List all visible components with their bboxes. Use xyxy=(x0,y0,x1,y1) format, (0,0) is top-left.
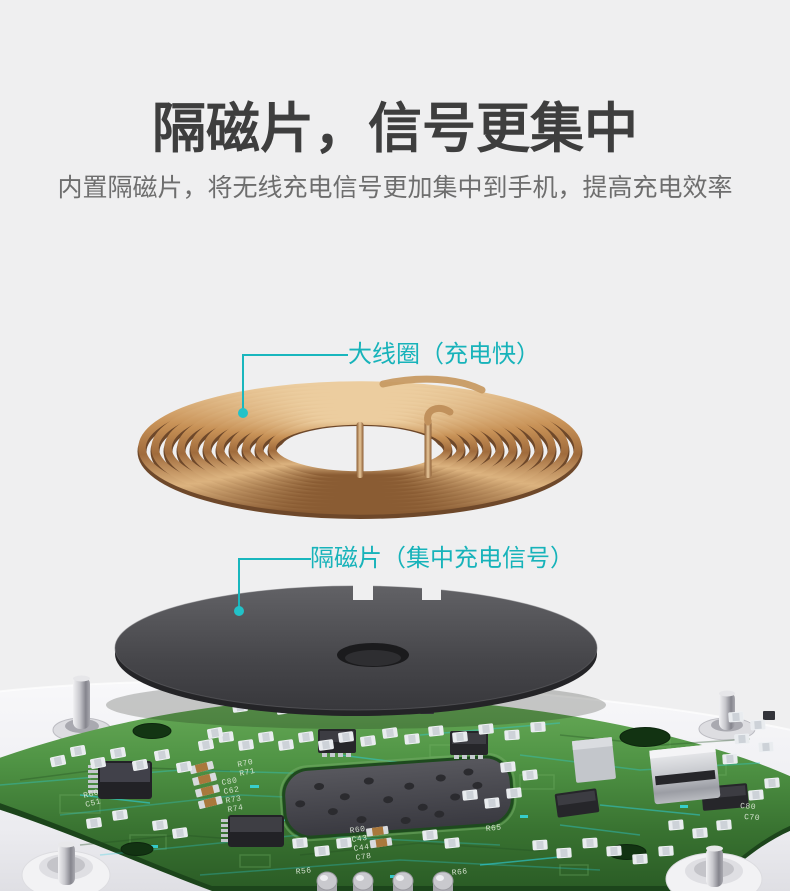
coil-leader-line-horizontal xyxy=(242,354,348,356)
shield-leader-line-horizontal xyxy=(238,558,311,560)
silkscreen-label: R65 xyxy=(485,823,502,834)
silkscreen-label: R60 xyxy=(349,825,366,836)
page-subtitle: 内置隔磁片，将无线充电信号更加集中到手机，提高充电效率 xyxy=(57,174,733,202)
coil-windings xyxy=(137,381,583,519)
coil-leader-line-vertical xyxy=(242,354,244,411)
silver-component xyxy=(649,743,721,805)
silkscreen-label: R60 xyxy=(83,788,101,801)
silkscreen-label: R70 xyxy=(237,758,254,770)
gray-component xyxy=(571,737,616,783)
silkscreen-label: R56 xyxy=(295,866,312,877)
silkscreen-label: C80 xyxy=(221,776,238,788)
shield-leader-line-vertical xyxy=(238,558,240,612)
silkscreen-label: C44 xyxy=(353,843,370,854)
silkscreen-label: C80 xyxy=(740,802,756,812)
silkscreen-label: C70 xyxy=(744,813,760,823)
coil-lead-wire xyxy=(356,422,364,478)
center-cutout xyxy=(279,752,517,842)
silkscreen-label: R73 xyxy=(225,794,242,806)
silkscreen-labels: R70 R71 C80 C62 R73 R74 R60 C51 R60 C43 … xyxy=(83,758,761,878)
copper-coil-image xyxy=(137,375,583,519)
coil-wire-hook xyxy=(424,404,454,426)
magnetic-shield-disc-image xyxy=(114,577,598,716)
metal-post-bottom-left xyxy=(21,841,111,891)
coil-lead-pins xyxy=(316,871,454,891)
disc-notch xyxy=(353,577,373,600)
metal-post-bottom-right xyxy=(665,845,763,891)
silkscreen-label: C62 xyxy=(223,785,240,797)
coil-lead-wire xyxy=(424,418,432,478)
page-title: 隔磁片，信号更集中 xyxy=(152,99,638,159)
silkscreen-label: R74 xyxy=(227,803,244,815)
resistor-column xyxy=(189,760,223,810)
disc-notch xyxy=(422,577,441,600)
silkscreen-label: R71 xyxy=(239,767,256,779)
silkscreen-label: R66 xyxy=(451,867,468,878)
callout-coil-label: 大线圈（充电快） xyxy=(348,341,540,368)
silkscreen-label: C51 xyxy=(85,797,103,810)
silkscreen-label: C43 xyxy=(351,834,368,845)
shield-leader-dot xyxy=(234,606,244,616)
coil-leader-dot xyxy=(238,408,248,418)
silkscreen-label: C78 xyxy=(355,852,372,863)
coil-wire-crossover xyxy=(379,375,486,394)
callout-shield-label: 隔磁片（集中充电信号） xyxy=(310,545,574,572)
